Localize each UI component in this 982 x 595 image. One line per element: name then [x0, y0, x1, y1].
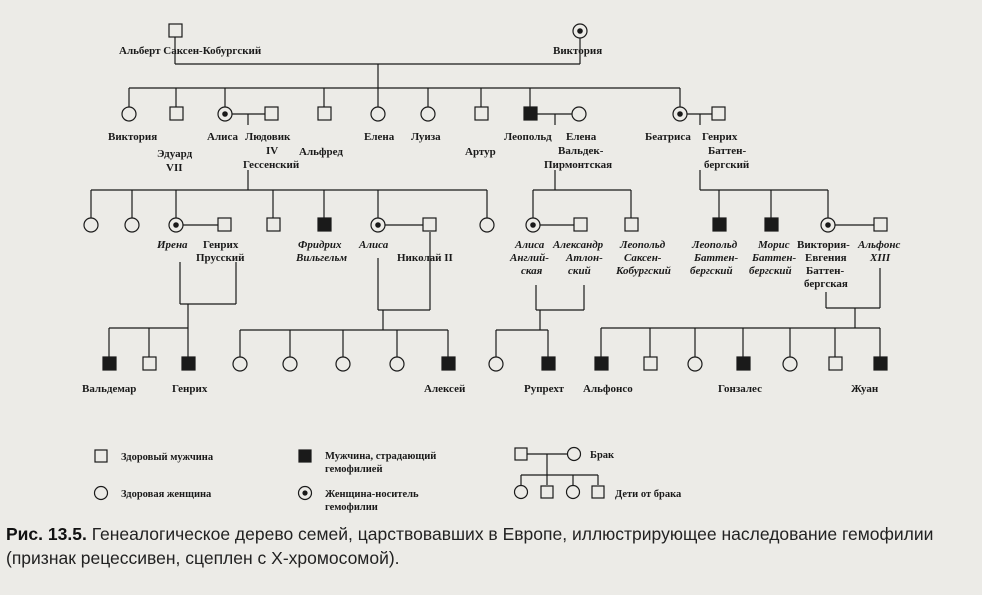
albert-symbol [168, 23, 183, 38]
children-key-male-icon [591, 485, 605, 499]
legend: Здоровый мужчина Здоровая женщина Мужчин… [93, 446, 682, 513]
friedrich-symbol [317, 217, 332, 232]
child-symbol [266, 217, 281, 232]
helena-symbol [370, 106, 386, 122]
henry-battenberg-symbol [711, 106, 726, 121]
legend-children: Дети от брака [615, 489, 682, 500]
louise-label: Луиза [411, 131, 441, 143]
children-key-female-icon [513, 484, 529, 500]
child-symbol [782, 356, 798, 372]
gonzalo-label: Гонзалес [718, 383, 762, 395]
victoria-symbol [121, 106, 137, 122]
ludwig-symbol [264, 106, 279, 121]
alfred-symbol [317, 106, 332, 121]
alexander-symbol [573, 217, 588, 232]
nicholas-symbol [422, 217, 437, 232]
children-key-male-icon [540, 485, 554, 499]
albert-label: Альберт Саксен-Кобургский [119, 45, 262, 57]
child-symbol [389, 356, 405, 372]
alice-label: Алиса [207, 131, 238, 143]
irene-label: Ирена [156, 239, 188, 251]
leopold-symbol [523, 106, 538, 121]
healthy-male-key-icon [94, 449, 108, 463]
heinrich-symbol [181, 356, 196, 371]
waldemar-symbol [102, 356, 117, 371]
waldemar-label: Вальдемар [82, 383, 136, 395]
alfonso13-symbol [873, 217, 888, 232]
carrier-female-key-icon [297, 485, 313, 501]
rupert-symbol [541, 356, 556, 371]
carrier-dot [577, 28, 583, 34]
alexei-label: Алексей [424, 383, 466, 395]
heinrich-label: Генрих [172, 383, 208, 395]
alix-label: Алиса [358, 239, 389, 251]
nicholas-label: Николай II [397, 252, 453, 264]
child-symbol [479, 217, 495, 233]
helena-label: Елена [364, 131, 395, 143]
gonzalo-symbol [736, 356, 751, 371]
pedigree-chart: Альберт Саксен-Кобургский Виктория Викто… [82, 23, 900, 513]
child-symbol [687, 356, 703, 372]
victoria-queen-label: Виктория [553, 45, 602, 57]
louise-symbol [420, 106, 436, 122]
healthy-female-key-icon [93, 485, 109, 501]
juan-symbol [873, 356, 888, 371]
alfonso-label: Альфонсо [583, 383, 633, 395]
helena-waldeck-symbol [571, 106, 587, 122]
child-symbol [232, 356, 248, 372]
marriage-key-female-icon [566, 446, 582, 462]
marriage-key-male-icon [514, 447, 528, 461]
caption-label: Рис. 13.5. [6, 524, 87, 544]
child-symbol [282, 356, 298, 372]
legend-healthy-female: Здоровая женщина [121, 489, 212, 500]
figure-caption: Рис. 13.5. Генеалогическое дерево семей,… [6, 522, 976, 570]
child-symbol [142, 356, 157, 371]
leopold-b-symbol [712, 217, 727, 232]
arthur-label: Артур [465, 146, 496, 158]
child-symbol [828, 356, 843, 371]
child-symbol [643, 356, 658, 371]
alfred-label: Альфред [299, 146, 343, 158]
child-symbol [488, 356, 504, 372]
beatrice-label: Беатриса [645, 131, 691, 143]
alexei-symbol [441, 356, 456, 371]
child-symbol [83, 217, 99, 233]
arthur-symbol [474, 106, 489, 121]
maurice-symbol [764, 217, 779, 232]
rupert-label: Рупрехт [524, 383, 565, 395]
legend-healthy-male: Здоровый мужчина [121, 452, 214, 463]
leopold-saxe-symbol [624, 217, 639, 232]
alfonso-symbol [594, 356, 609, 371]
caption-text: Генеалогическое дерево семей, царствовав… [6, 524, 934, 568]
juan-label: Жуан [851, 383, 879, 395]
leopold-label: Леопольд [504, 131, 552, 143]
legend-marriage: Брак [590, 450, 615, 461]
victoria-label: Виктория [108, 131, 157, 143]
affected-male-key-icon [298, 449, 312, 463]
edward-symbol [169, 106, 184, 121]
child-symbol [124, 217, 140, 233]
henry-prussia-symbol [217, 217, 232, 232]
child-symbol [335, 356, 351, 372]
children-key-female-icon [565, 484, 581, 500]
